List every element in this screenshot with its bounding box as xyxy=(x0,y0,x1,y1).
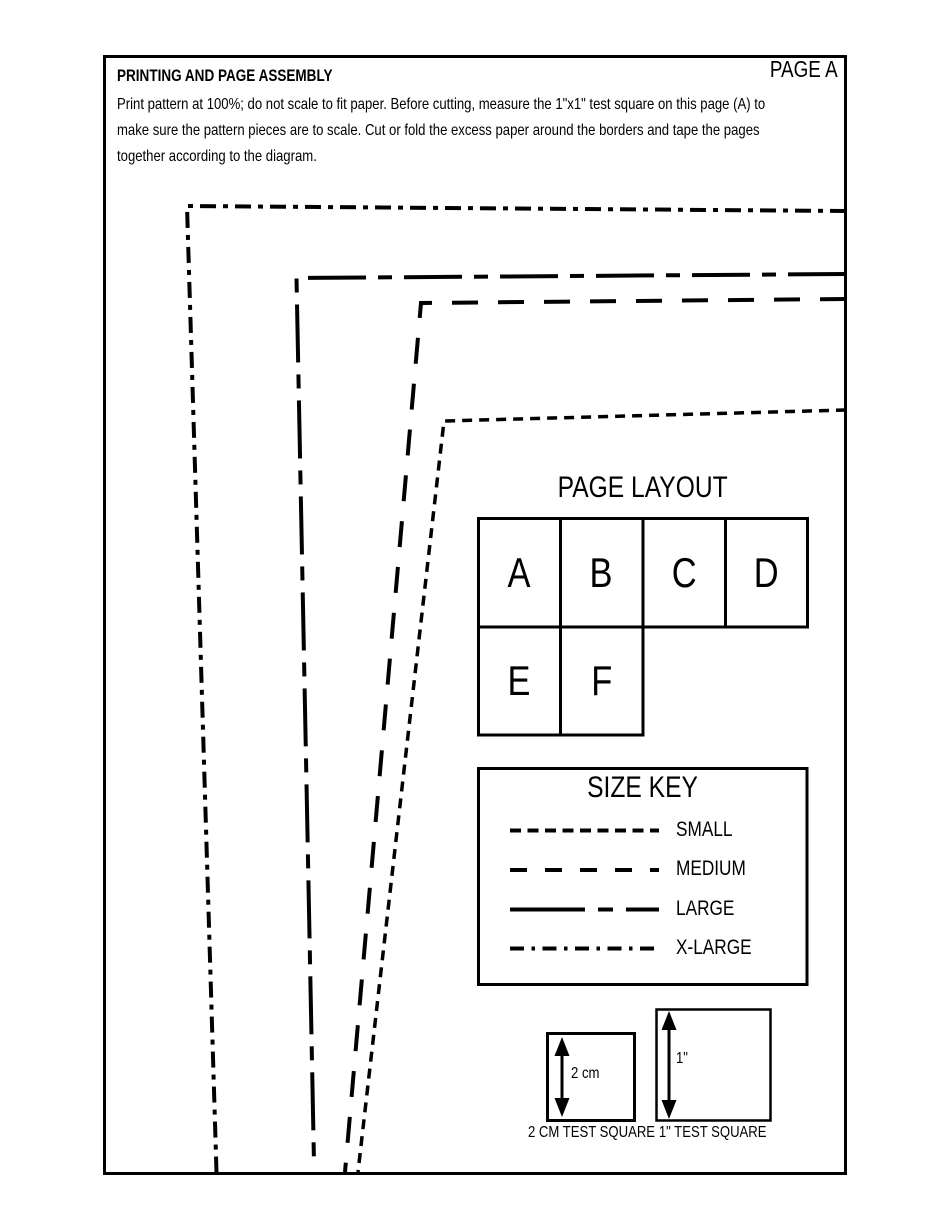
pattern-outline-xlarge xyxy=(184,203,847,1173)
test-square-1in-outline xyxy=(655,1008,772,1122)
intro-paragraph: Print pattern at 100%; do not scale to f… xyxy=(117,92,907,170)
test-square-2cm-art xyxy=(546,1032,636,1122)
page-layout-title: PAGE LAYOUT xyxy=(558,471,728,504)
size-key-label-large: LARGE xyxy=(676,897,735,920)
arrow-2cm-up-head-icon xyxy=(554,1037,570,1056)
pattern-outline-large xyxy=(294,272,847,1164)
grid-cell-a: A xyxy=(507,548,531,596)
test-square-2cm-caption: 2 CM TEST SQUARE xyxy=(527,1124,655,1141)
intro-line-3: together according to the diagram. xyxy=(117,148,317,165)
page-label-text: PAGE A xyxy=(770,56,838,82)
test-square-1in-art xyxy=(655,1008,772,1122)
pattern-outline-medium xyxy=(343,297,847,1173)
arrow-1in-down-head-icon xyxy=(661,1100,677,1119)
arrow-2cm-down-head-icon xyxy=(554,1098,570,1117)
size-key-box-art xyxy=(477,767,809,986)
grid-cell-c: C xyxy=(671,548,697,596)
page-border xyxy=(103,55,847,1175)
section-heading-text: PRINTING AND PAGE ASSEMBLY xyxy=(117,67,333,85)
test-square-2cm-outline xyxy=(546,1032,636,1122)
grid-cell-b: B xyxy=(590,548,613,596)
section-heading: PRINTING AND PAGE ASSEMBLY xyxy=(117,66,380,86)
size-key-label-xlarge: X-LARGE xyxy=(676,936,752,959)
dimension-label-2cm: 2 cm xyxy=(571,1065,600,1082)
intro-line-2: make sure the pattern pieces are to scal… xyxy=(117,122,760,139)
size-key-label-medium: MEDIUM xyxy=(676,857,746,880)
grid-cell-f: F xyxy=(590,657,613,704)
size-key-label-small: SMALL xyxy=(676,818,733,841)
test-square-1in-caption: 1" TEST SQUARE xyxy=(659,1124,767,1141)
arrow-1in-up-head-icon xyxy=(661,1011,677,1030)
size-key-border xyxy=(477,767,809,986)
pattern-outline-small xyxy=(356,408,847,1173)
grid-cell-d: D xyxy=(754,548,779,596)
grid-cell-e: E xyxy=(507,657,531,704)
intro-line-1: Print pattern at 100%; do not scale to f… xyxy=(117,96,766,113)
page-label: PAGE A xyxy=(690,57,838,82)
dimension-label-1in: 1" xyxy=(676,1050,688,1067)
page-layout-grid xyxy=(477,517,809,737)
size-key-title: SIZE KEY xyxy=(587,771,698,804)
